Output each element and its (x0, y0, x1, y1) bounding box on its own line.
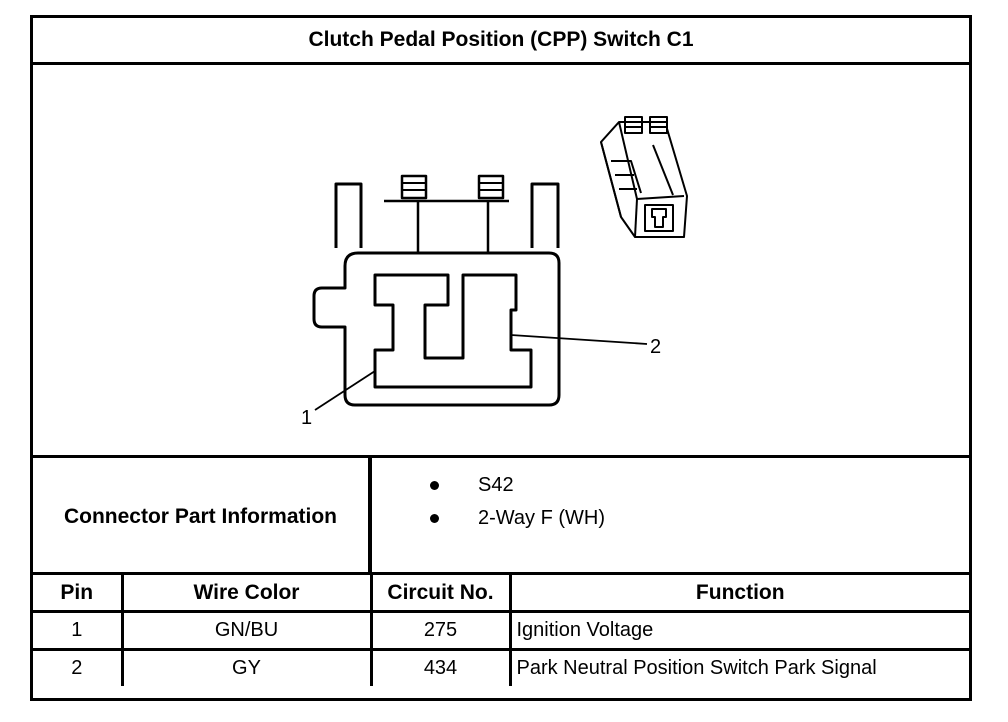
connector-isometric-view (600, 116, 688, 238)
pin-number: 1 (33, 610, 124, 651)
connector-part-information: Connector Part Information S42 2-Way F (… (33, 455, 969, 575)
pin-table-header: Pin Wire Color Circuit No. Function (33, 572, 969, 613)
header-function: Function (508, 572, 969, 613)
bullet-icon (430, 480, 439, 490)
pin-function: Park Neutral Position Switch Park Signal (508, 648, 969, 686)
wire-color: GN/BU (120, 610, 373, 651)
pin-function: Ignition Voltage (508, 610, 969, 651)
info-item-text: 2-Way F (WH) (478, 506, 606, 529)
callout-leader-1 (314, 370, 376, 411)
info-item: S42 (372, 470, 970, 500)
table-row: 1 GN/BU 275 Ignition Voltage (33, 610, 969, 651)
terminal-cavity (373, 273, 533, 389)
table-row: 2 GY 434 Park Neutral Position Switch Pa… (33, 648, 969, 686)
wire-color: GY (120, 648, 373, 686)
header-circuit: Circuit No. (369, 572, 512, 613)
connector-body (312, 251, 561, 407)
connector-sheet: Clutch Pedal Position (CPP) Switch C1 (30, 15, 972, 701)
terminal-tab-2 (477, 174, 505, 200)
circuit-number: 434 (369, 648, 512, 686)
connector-info-label: Connector Part Information (33, 458, 371, 575)
pin-table: Pin Wire Color Circuit No. Function 1 GN… (33, 572, 969, 686)
sheet-title: Clutch Pedal Position (CPP) Switch C1 (33, 18, 969, 65)
left-latch-arm (334, 182, 363, 248)
circuit-number: 275 (369, 610, 512, 651)
connector-drawing: 1 2 (301, 116, 688, 429)
callout-leader-2 (510, 334, 648, 345)
pin-number: 2 (33, 648, 124, 686)
bullet-icon (430, 513, 439, 523)
callout-2: 2 (650, 336, 661, 358)
connector-diagram: 1 2 (33, 65, 969, 455)
header-pin: Pin (33, 572, 124, 613)
info-item-text: S42 (478, 473, 514, 496)
terminal-tab-1 (400, 174, 428, 200)
right-latch-arm (530, 182, 560, 248)
callout-1: 1 (301, 407, 312, 429)
header-wire-color: Wire Color (120, 572, 373, 613)
connector-info-list: S42 2-Way F (WH) (371, 458, 970, 575)
info-item: 2-Way F (WH) (372, 503, 970, 533)
